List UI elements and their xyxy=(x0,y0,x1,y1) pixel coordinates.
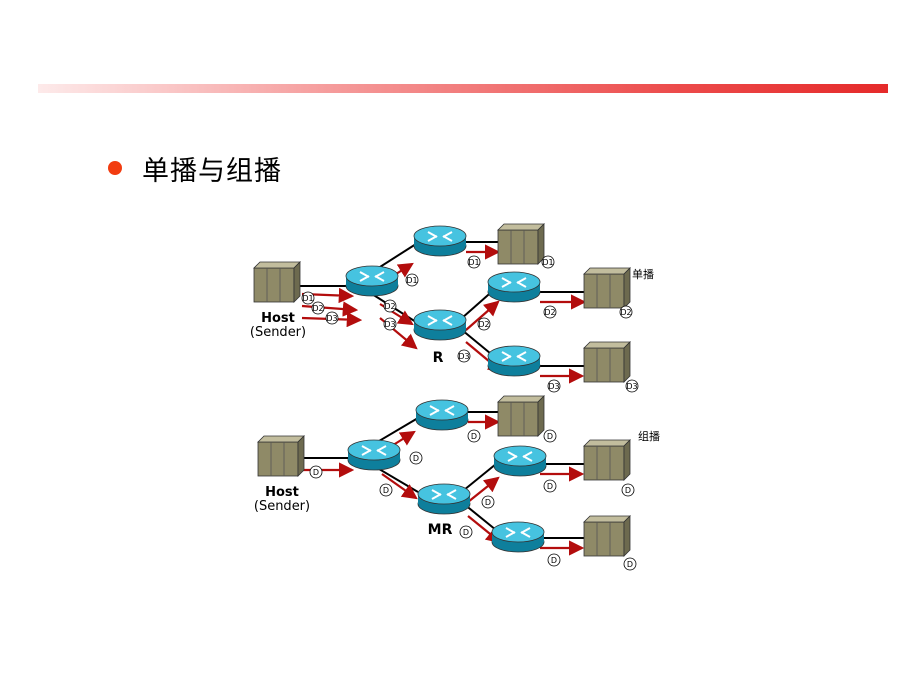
svg-text:D: D xyxy=(485,498,491,507)
unicast-sender-sublabel: (Sender) xyxy=(250,325,306,340)
unicast-receiver-2-icon xyxy=(583,267,631,309)
svg-text:D: D xyxy=(551,556,557,565)
svg-text:D: D xyxy=(625,486,631,495)
svg-text:D2: D2 xyxy=(312,304,323,313)
multicast-tags: D D D D D D D D D D D xyxy=(309,429,637,571)
svg-text:D2: D2 xyxy=(620,308,631,317)
svg-text:D: D xyxy=(383,486,389,495)
multicast-receiver-3-icon xyxy=(583,515,631,557)
tag-d1-edge: D1 xyxy=(405,273,419,287)
unicast-router-r-icon xyxy=(413,309,467,341)
tag-d3-edge: D3 xyxy=(383,317,397,331)
unicast-panel: Host (Sender) R 单播 D1 D2 D3 D1 D2 D3 D1 … xyxy=(250,223,654,393)
multicast-links xyxy=(300,411,584,539)
multicast-sender-host-icon xyxy=(257,435,305,477)
multicast-router-label: MR xyxy=(428,522,453,538)
svg-text:D1: D1 xyxy=(542,258,553,267)
tag-d-mr: D xyxy=(459,525,473,539)
tag-d2-edge: D2 xyxy=(383,299,397,313)
svg-text:D2: D2 xyxy=(478,320,489,329)
tag-d2-host: D2 xyxy=(311,301,325,315)
unicast-tags: D1 D2 D3 D1 D2 D3 D1 D1 D2 D3 D2 D2 D3 D… xyxy=(301,255,639,393)
svg-text:D1: D1 xyxy=(406,276,417,285)
multicast-router-right-upper-icon xyxy=(493,445,547,477)
unicast-label: 单播 xyxy=(632,267,654,281)
tag-d3-host: D3 xyxy=(325,311,339,325)
multicast-sender-label: Host xyxy=(265,485,299,500)
svg-text:D2: D2 xyxy=(384,302,395,311)
tag-d1-host: D1 xyxy=(301,291,315,305)
unicast-router-top-icon xyxy=(413,225,467,257)
tag-d-mr-up: D xyxy=(481,495,495,509)
svg-text:D3: D3 xyxy=(548,382,559,391)
svg-text:D1: D1 xyxy=(468,258,479,267)
svg-text:D1: D1 xyxy=(302,294,313,303)
slide-heading: 单播与组播 xyxy=(108,148,282,188)
unicast-router-right-upper-icon xyxy=(487,271,541,303)
tag-d-edge-up: D xyxy=(409,451,423,465)
multicast-panel: Host (Sender) MR 组播 D D D D D D D D D D … xyxy=(254,395,660,571)
svg-text:D: D xyxy=(471,432,477,441)
svg-text:D: D xyxy=(463,528,469,537)
tag-d-recv2: D xyxy=(621,483,635,497)
multicast-router-mr-icon xyxy=(417,483,471,515)
tag-d3-recv: D3 xyxy=(625,379,639,393)
tag-d1-top: D1 xyxy=(467,255,481,269)
tag-d-top: D xyxy=(467,429,481,443)
svg-text:D3: D3 xyxy=(384,320,395,329)
tag-d2-right: D2 xyxy=(543,305,557,319)
svg-text:D2: D2 xyxy=(544,308,555,317)
title-divider-rule xyxy=(38,84,888,93)
multicast-receiver-1-icon xyxy=(497,395,545,437)
tag-d-recv1: D xyxy=(543,429,557,443)
multicast-router-top-icon xyxy=(415,399,469,431)
svg-text:D3: D3 xyxy=(626,382,637,391)
tag-d3-r: D3 xyxy=(457,349,471,363)
unicast-edge-router-icon xyxy=(345,265,399,297)
tag-d-edge-down: D xyxy=(379,483,393,497)
unicast-multicast-diagram: Host (Sender) R 单播 D1 D2 D3 D1 D2 D3 D1 … xyxy=(240,222,676,576)
multicast-sender-sublabel: (Sender) xyxy=(254,499,310,514)
svg-text:D: D xyxy=(547,432,553,441)
unicast-sender-label: Host xyxy=(261,311,295,326)
svg-text:D3: D3 xyxy=(458,352,469,361)
multicast-label: 组播 xyxy=(638,429,660,443)
unicast-receiver-3-icon xyxy=(583,341,631,383)
svg-text:D: D xyxy=(313,468,319,477)
tag-d1-recv: D1 xyxy=(541,255,555,269)
tag-d2-r: D2 xyxy=(477,317,491,331)
tag-d2-recv: D2 xyxy=(619,305,633,319)
heading-text: 单播与组播 xyxy=(142,155,282,187)
unicast-receiver-1-icon xyxy=(497,223,545,265)
svg-text:D3: D3 xyxy=(326,314,337,323)
tag-d-right-up: D xyxy=(543,479,557,493)
tag-d-right-down: D xyxy=(547,553,561,567)
svg-text:D: D xyxy=(627,560,633,569)
tag-d-host: D xyxy=(309,465,323,479)
svg-text:D: D xyxy=(547,482,553,491)
bullet-dot-icon xyxy=(108,161,122,175)
multicast-receiver-2-icon xyxy=(583,439,631,481)
multicast-edge-router-icon xyxy=(347,439,401,471)
tag-d-recv3: D xyxy=(623,557,637,571)
unicast-sender-host-icon xyxy=(253,261,301,303)
svg-text:D: D xyxy=(413,454,419,463)
multicast-router-right-lower-icon xyxy=(491,521,545,553)
unicast-router-right-lower-icon xyxy=(487,345,541,377)
tag-d3-right: D3 xyxy=(547,379,561,393)
unicast-router-label: R xyxy=(433,350,444,366)
